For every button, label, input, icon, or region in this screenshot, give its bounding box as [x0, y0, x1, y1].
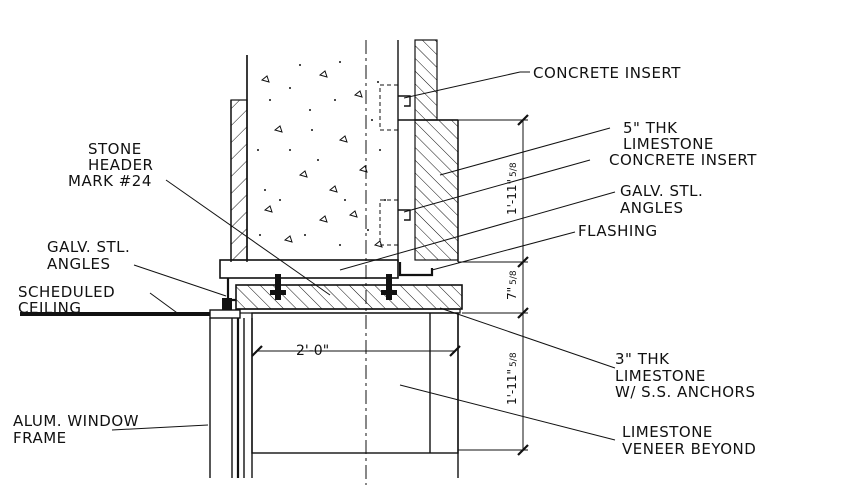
label-veneer-line1: LIMESTONE: [622, 423, 713, 441]
dim-mid: 7"5/8: [505, 270, 519, 300]
scheduled-ceiling: [20, 309, 241, 319]
label-scheduled-ceiling-line2: CEILING: [18, 299, 82, 317]
label-galv-angles-left-line2: ANGLES: [47, 255, 110, 273]
label-stone-header-line2: HEADER: [88, 156, 153, 174]
stone-header: [235, 284, 463, 314]
dim-lower: 1'-11"5/8: [505, 352, 519, 405]
ss-anchors: [270, 274, 397, 300]
label-window-frame-line1: ALUM. WINDOW: [13, 412, 139, 430]
leader-lines: [111, 71, 616, 441]
label-veneer-line2: VENEER BEYOND: [622, 440, 756, 458]
label-window-frame-line2: FRAME: [13, 429, 67, 447]
label-stone-header-line1: STONE: [88, 140, 142, 158]
galv-steel-angle-right: [398, 262, 434, 277]
label-limestone-3-line2: LIMESTONE: [615, 367, 706, 385]
label-limestone-5-line2: LIMESTONE: [623, 135, 714, 153]
concrete-column: [246, 40, 399, 262]
dimension-string-right: [458, 114, 529, 456]
galv-steel-angle-left: [222, 278, 236, 310]
concrete-insert-upper: [379, 84, 411, 131]
label-scheduled-ceiling-line1: SCHEDULED: [18, 283, 115, 301]
label-limestone-5-line1: 5" THK: [623, 119, 678, 137]
header-beam: [219, 259, 399, 279]
dimension-width: [251, 345, 461, 357]
dim-2-0: 2'-0": [296, 343, 329, 359]
label-concrete-insert-mid: CONCRETE INSERT: [609, 151, 757, 169]
label-stone-header-line3: MARK #24: [68, 172, 152, 190]
alum-window-frame: [209, 318, 253, 478]
label-flashing: FLASHING: [578, 222, 658, 240]
limestone-veneer-beyond: [251, 312, 459, 478]
concrete-insert-lower: [379, 199, 411, 246]
label-limestone-3-line3: W/ S.S. ANCHORS: [615, 383, 756, 401]
label-limestone-3-line1: 3" THK: [615, 350, 670, 368]
label-concrete-insert-top: CONCRETE INSERT: [533, 64, 681, 82]
label-galv-angles-right-line2: ANGLES: [620, 199, 683, 217]
upper-limestone-panel: [398, 39, 459, 262]
label-galv-angles-left-line1: GALV. STL.: [47, 238, 130, 256]
label-galv-angles-right-line1: GALV. STL.: [620, 182, 703, 200]
dim-upper: 1'-11"5/8: [505, 162, 519, 215]
